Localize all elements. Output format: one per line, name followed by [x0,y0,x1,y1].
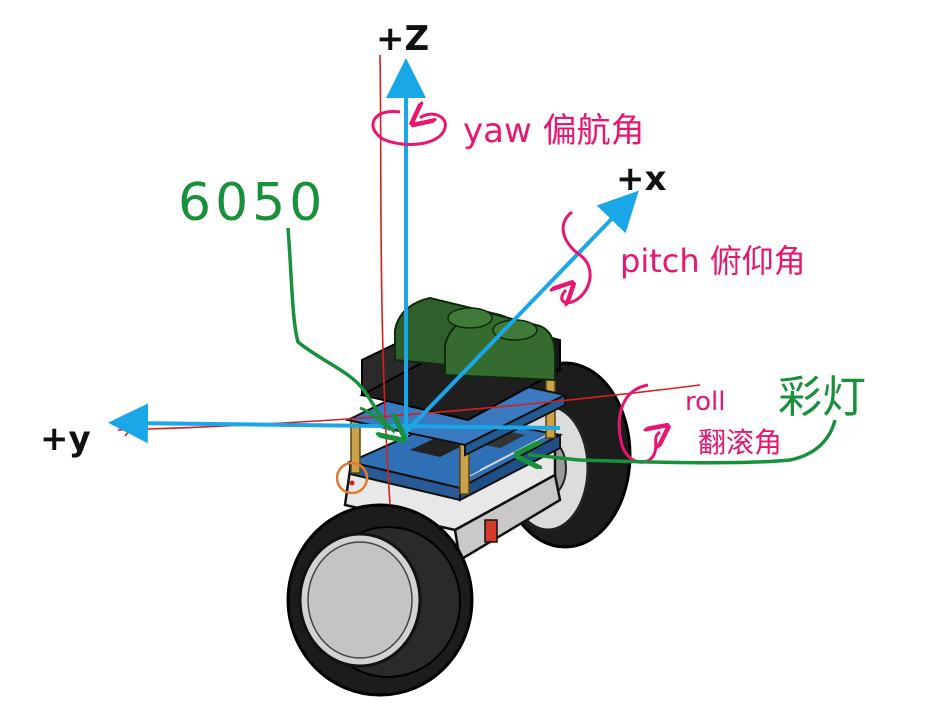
roll-label-top: roll [685,387,725,417]
front-wheel [286,503,474,697]
yaw-rotation-arrow [371,112,447,146]
axis-x: +x [404,159,666,434]
roll-annotation: roll 翻滚角 [617,383,782,464]
yaw-annotation: yaw 偏航角 [371,111,645,151]
led-leader-line [528,419,837,463]
pitch-label: pitch 俯仰角 [620,242,806,280]
pitch-annotation: pitch 俯仰角 [562,210,806,303]
axis-y-label: +y [40,419,91,459]
imu-label: 6050 [178,173,326,233]
balance-car-robot [286,296,632,697]
pitch-rotation-arrow [562,210,592,303]
imu-leader-line [286,227,395,432]
imu-position-marker [335,461,369,495]
axis-z-label: +Z [376,19,429,59]
yaw-label: yaw 偏航角 [463,111,645,151]
led-label: 彩灯 [778,372,866,423]
imu-callout: 6050 [178,173,395,432]
roll-label-bottom: 翻滚角 [698,426,782,459]
battery-pack [359,296,563,422]
led-callout: 彩灯 [528,372,866,463]
axis-y: +y [40,403,561,459]
axis-x-label: +x [616,159,666,199]
axis-z: +Z [376,19,429,440]
